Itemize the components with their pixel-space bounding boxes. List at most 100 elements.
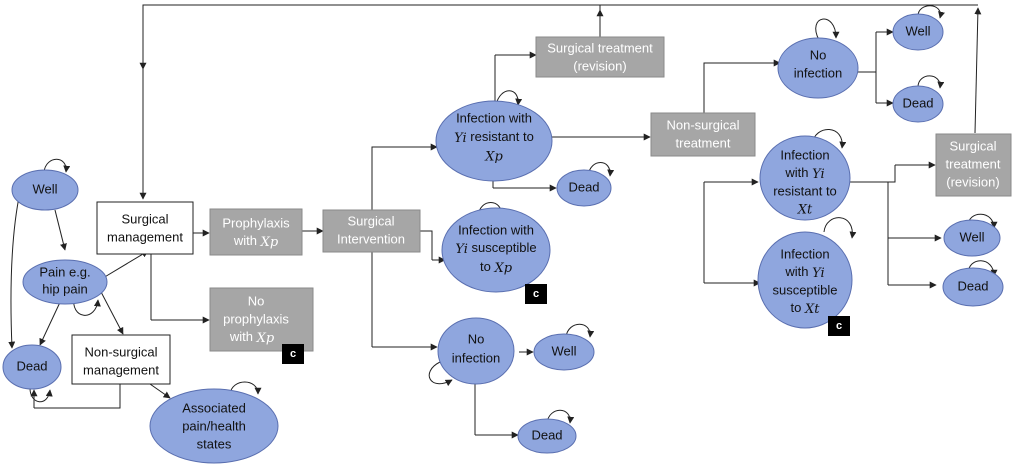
self-loop-icon bbox=[29, 387, 53, 403]
node-label: Dead bbox=[902, 95, 933, 110]
node-label: treatment bbox=[676, 135, 731, 150]
svg-text:c: c bbox=[290, 348, 296, 360]
node-label: pain/health bbox=[182, 418, 246, 433]
node-label: Dead bbox=[531, 427, 562, 442]
node-label: with Yi bbox=[784, 264, 824, 280]
node-label: Prophylaxis bbox=[222, 215, 290, 230]
arrow-pain-to-dead bbox=[39, 297, 63, 346]
arrow-pain-to-nonsurgical bbox=[99, 289, 124, 335]
node-dead-right-bottom[interactable]: Dead bbox=[942, 267, 1004, 307]
node-surgical-intervention[interactable]: Surgical Intervention bbox=[322, 209, 421, 253]
node-label: Pain e.g. bbox=[39, 264, 90, 279]
node-label: to Xp bbox=[480, 259, 513, 275]
node-surgical-treatment-revision-2[interactable]: Surgical treatment (revision) bbox=[935, 133, 1012, 197]
node-label: infection bbox=[794, 65, 842, 80]
node-no-infection-right[interactable]: No infection bbox=[777, 37, 859, 99]
node-label: Non-surgical bbox=[85, 344, 158, 359]
arrow-nonsurgical-to-associated bbox=[149, 383, 171, 399]
node-well-right-top[interactable]: Well bbox=[892, 13, 944, 51]
node-label: Non-surgical bbox=[667, 117, 740, 132]
node-surgical-treatment-revision-1[interactable]: Surgical treatment (revision) bbox=[535, 36, 665, 78]
line-nonsurgical-to-dead bbox=[34, 384, 121, 409]
node-well-left[interactable]: Well bbox=[11, 169, 79, 211]
node-label: Infection with bbox=[456, 110, 532, 125]
self-loop-icon bbox=[823, 217, 857, 239]
node-label: Well bbox=[905, 23, 930, 38]
node-label: infection bbox=[452, 350, 500, 365]
arrow-well-to-pain bbox=[54, 209, 67, 251]
self-loop-icon bbox=[428, 361, 453, 387]
node-label: No bbox=[468, 331, 485, 346]
node-prophylaxis[interactable]: Prophylaxis with Xp bbox=[209, 208, 303, 256]
node-pain[interactable]: Pain e.g. hip pain bbox=[22, 259, 108, 305]
svg-text:c: c bbox=[533, 288, 539, 300]
node-dead-middle[interactable]: Dead bbox=[517, 418, 577, 454]
node-label: Surgical bbox=[348, 213, 395, 228]
node-associated-pain[interactable]: Associated pain/health states bbox=[149, 388, 279, 464]
arrow-well-to-dead bbox=[8, 191, 21, 349]
node-label: Associated bbox=[182, 400, 246, 415]
node-label: hip pain bbox=[42, 281, 88, 296]
node-label: Surgical treatment bbox=[547, 40, 653, 55]
node-label: Intervention bbox=[337, 231, 405, 246]
node-infection-susceptible-xp[interactable]: Infection with Yi susceptible to Xp bbox=[441, 207, 551, 293]
self-loop-icon bbox=[815, 18, 840, 41]
c-badge: c bbox=[828, 316, 850, 336]
node-label: with Xp bbox=[233, 233, 279, 249]
node-label: No bbox=[248, 293, 265, 308]
node-label: with Yi bbox=[784, 165, 824, 181]
self-loop-icon bbox=[43, 158, 71, 173]
node-infection-susceptible-xt[interactable]: Infection with Yi susceptible to Xt bbox=[757, 231, 853, 329]
node-label: Dead bbox=[957, 278, 988, 293]
node-label: management bbox=[107, 229, 183, 244]
node-no-infection-middle[interactable]: No infection bbox=[437, 317, 515, 385]
line-surg-int-to-susceptible bbox=[420, 230, 433, 260]
node-label: prophylaxis bbox=[223, 311, 289, 326]
node-label: susceptible bbox=[772, 282, 837, 297]
node-label: (revision) bbox=[946, 174, 999, 189]
node-label: Infection bbox=[780, 246, 829, 261]
node-surgical-management[interactable]: Surgical management bbox=[96, 201, 194, 255]
node-label: (revision) bbox=[573, 58, 626, 73]
node-label: Yi susceptible bbox=[455, 240, 536, 256]
node-label: to Xt bbox=[791, 300, 821, 316]
node-infection-resistant-xp[interactable]: Infection with Yi resistant to Xp bbox=[435, 100, 553, 182]
node-label: management bbox=[83, 362, 159, 377]
node-label: Surgical bbox=[122, 211, 169, 226]
node-no-prophylaxis[interactable]: No prophylaxis with Xp bbox=[209, 287, 314, 352]
line-right-resistant-to-revision bbox=[850, 165, 896, 183]
arrow-up-from-revision-2 bbox=[974, 7, 982, 134]
node-non-surgical-treatment[interactable]: Non-surgical treatment bbox=[650, 112, 756, 157]
node-label: resistant to bbox=[773, 183, 837, 198]
node-non-surgical-management[interactable]: Non-surgical management bbox=[71, 334, 171, 385]
node-well-middle[interactable]: Well bbox=[533, 333, 595, 371]
self-loop-icon bbox=[565, 323, 595, 338]
node-dead-right-top[interactable]: Dead bbox=[892, 85, 944, 123]
node-label: Infection bbox=[780, 147, 829, 162]
node-label: Xp bbox=[484, 150, 503, 165]
svg-text:c: c bbox=[836, 320, 842, 332]
node-label: No bbox=[810, 47, 827, 62]
node-label: Dead bbox=[568, 179, 599, 194]
self-loop-icon bbox=[917, 5, 945, 19]
node-dead-left[interactable]: Dead bbox=[2, 344, 62, 390]
node-infection-resistant-xt[interactable]: Infection with Yi resistant to Xt bbox=[759, 135, 851, 221]
node-label: Well bbox=[551, 343, 576, 358]
node-label: Well bbox=[959, 229, 984, 244]
node-well-right-bottom[interactable]: Well bbox=[943, 219, 1001, 257]
c-badge: c bbox=[282, 344, 304, 364]
node-label: Dead bbox=[16, 358, 47, 373]
node-label: treatment bbox=[946, 156, 1001, 171]
node-label: with Xp bbox=[229, 329, 275, 345]
node-label: Infection with bbox=[458, 222, 534, 237]
node-label: Well bbox=[32, 181, 57, 196]
node-label: Surgical bbox=[950, 138, 997, 153]
node-dead-resistant[interactable]: Dead bbox=[556, 169, 612, 207]
node-label: states bbox=[197, 436, 232, 451]
line-surg-int-trunk bbox=[371, 146, 437, 210]
top-feedback-line bbox=[142, 4, 601, 73]
arrow-pain-to-surgical bbox=[102, 250, 149, 279]
c-badge: c bbox=[525, 284, 547, 304]
node-label: Xt bbox=[797, 203, 813, 218]
